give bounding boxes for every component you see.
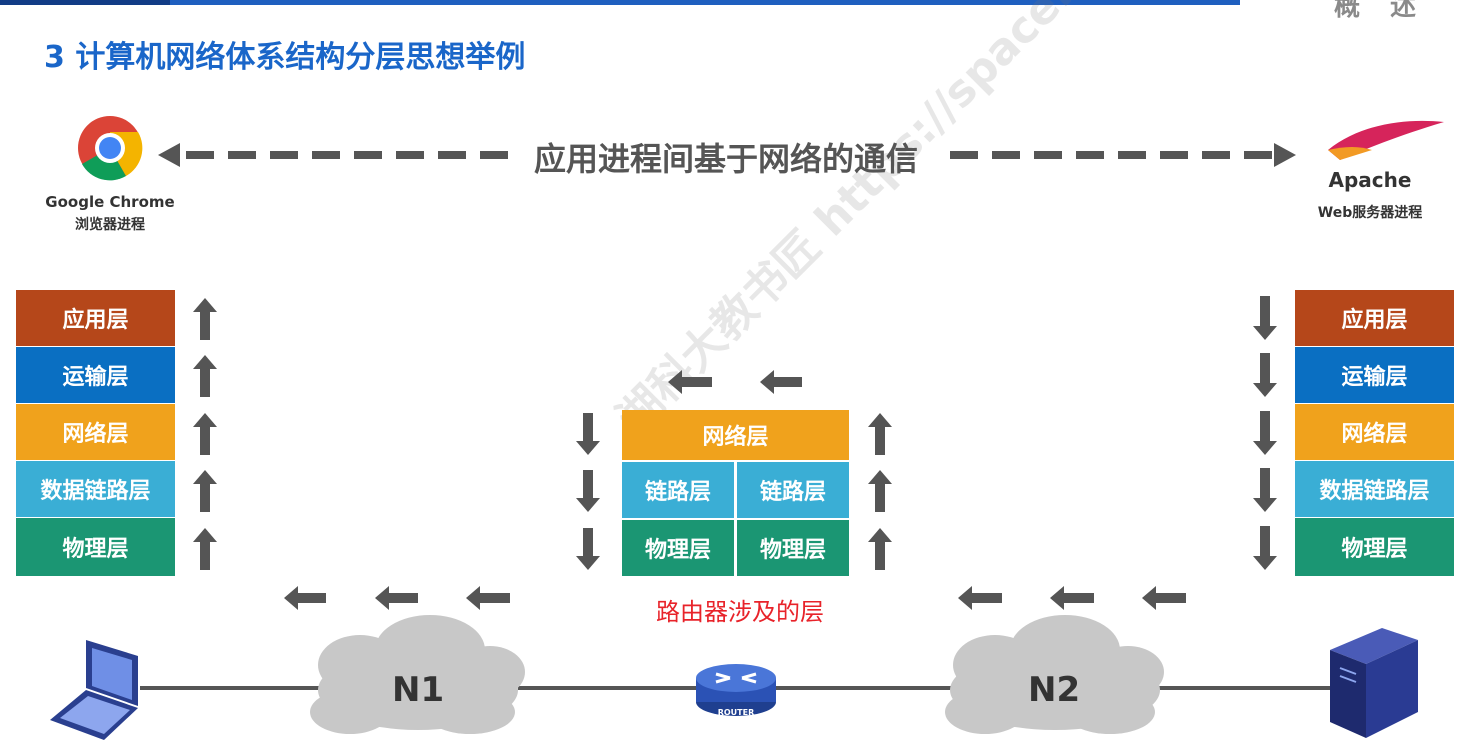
server-icon — [1330, 628, 1418, 738]
chrome-icon — [78, 116, 143, 181]
router-label: ROUTER — [717, 708, 755, 717]
client-role: 浏览器进程 — [75, 217, 145, 233]
router-icon — [696, 664, 776, 716]
right-datalink-layer: 数据链路层 — [1295, 461, 1454, 517]
router-layers-caption: 路由器涉及的层 — [656, 598, 824, 626]
right-application-layer: 应用层 — [1295, 290, 1454, 346]
apache-feather-icon — [1328, 120, 1444, 160]
router-link-layer-left: 链路层 — [622, 462, 734, 518]
left-up-arrows — [193, 298, 217, 570]
right-down-arrows — [1253, 296, 1277, 570]
left-network-layer: 网络层 — [16, 404, 175, 460]
left-physical-layer: 物理层 — [16, 518, 175, 576]
right-physical-layer: 物理层 — [1295, 518, 1454, 576]
router-down-arrows — [576, 413, 600, 570]
left-transport-layer: 运输层 — [16, 347, 175, 403]
left-datalink-layer: 数据链路层 — [16, 461, 175, 517]
communication-label: 应用进程间基于网络的通信 — [534, 140, 919, 178]
router-physical-layer-left: 物理层 — [622, 520, 734, 576]
router-network-layer: 网络层 — [622, 410, 849, 460]
top-accent-bar — [0, 0, 1240, 5]
bottom-left-arrows-n1 — [284, 586, 510, 610]
server-role: Web服务器进程 — [1317, 205, 1423, 221]
router-top-left-arrows — [668, 370, 802, 394]
router-up-arrows — [868, 413, 892, 570]
communication-arrow-left — [158, 143, 510, 167]
client-name: Google Chrome — [45, 193, 175, 211]
router-link-layer-right: 链路层 — [737, 462, 849, 518]
section-corner-label: 概述 — [1333, 0, 1446, 22]
laptop-icon — [50, 640, 138, 740]
cloud-n1 — [310, 615, 525, 734]
network-n1-label: N1 — [392, 670, 445, 710]
server-name: Apache — [1328, 168, 1412, 192]
bottom-left-arrows-n2 — [958, 586, 1186, 610]
cloud-n2 — [945, 615, 1164, 734]
right-transport-layer: 运输层 — [1295, 347, 1454, 403]
right-network-layer: 网络层 — [1295, 404, 1454, 460]
communication-arrow-right — [950, 143, 1296, 167]
left-application-layer: 应用层 — [16, 290, 175, 346]
page-title: 3 计算机网络体系结构分层思想举例 — [44, 40, 526, 75]
router-physical-layer-right: 物理层 — [737, 520, 849, 576]
network-n2-label: N2 — [1028, 670, 1081, 710]
top-accent-bar-dark — [0, 0, 170, 5]
